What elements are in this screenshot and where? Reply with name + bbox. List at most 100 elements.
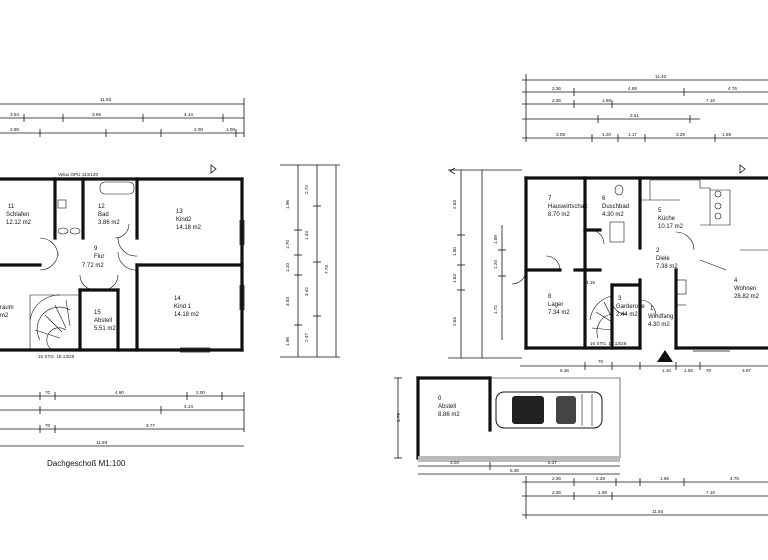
eg-dim: 4.76 — [730, 476, 739, 481]
room-name: Abstell — [94, 318, 112, 324]
side-dim: 2.47 — [304, 333, 309, 342]
side-dim: 1.20 — [493, 260, 498, 269]
dg-right-dimensions: 1.96 1.70 1.10 3.53 1.96 2.72 1.43 3.42 … — [280, 164, 340, 358]
eg-dim: 3.67 — [742, 368, 751, 373]
side-dim: 2.63 — [452, 317, 457, 326]
level-mark: 4.15 — [586, 280, 595, 285]
eg-dim: 2.36 — [552, 86, 561, 91]
room-name: Duschbad — [602, 204, 629, 210]
drawing-caption: Dachgeschoß M1:100 — [47, 459, 126, 468]
dg-dim: 2.88 — [10, 127, 19, 132]
room-name: Kind2 — [176, 217, 192, 223]
eg-dim: 70 — [598, 359, 604, 364]
eg-dim: 1.58 — [598, 490, 607, 495]
room-area: 7.72 m2 — [82, 263, 104, 269]
eg-total-bot: 11.93 — [652, 509, 664, 514]
dg-dim: 4.14 — [184, 112, 193, 117]
room-area: m2 — [0, 313, 9, 319]
room-area: 14.18 m2 — [176, 225, 202, 231]
upper-floor-plan: 11.93 3.54 3.69 4.14 2.88 2.00 1.00 — [0, 97, 245, 468]
eg-dim: 4.88 — [628, 86, 637, 91]
eg-left-dimensions: 2.63 1.80 1.63 2.63 1.89 1.20 1.72 — [448, 167, 522, 359]
room-area: 10.17 m2 — [658, 224, 684, 230]
room-number: 8 — [548, 294, 552, 300]
side-dim: 1.89 — [493, 235, 498, 244]
car-icon — [495, 391, 603, 429]
eg-dim: 7.16 — [706, 98, 715, 103]
eg-dim: 70 — [706, 368, 712, 373]
room-number: 5 — [658, 208, 662, 214]
room-number: 15 — [94, 310, 101, 316]
dg-top-dimensions: 11.93 3.54 3.69 4.14 2.88 2.00 1.00 — [0, 97, 245, 137]
eg-bottom-dimensions: 5.36 70 1.10 1.56 70 3.67 — [520, 359, 768, 373]
side-dim: 1.63 — [452, 274, 457, 283]
room-area: 7.38 m2 — [656, 264, 678, 270]
room-name: Kind 1 — [174, 304, 192, 310]
room-name: Windfang — [648, 314, 673, 320]
room-area: 2.44 m2 — [616, 312, 638, 318]
room-number: 1 — [650, 306, 654, 312]
room-number: 7 — [548, 196, 552, 202]
room-number: 14 — [174, 296, 181, 302]
eg-dim: 3.09 — [556, 132, 565, 137]
room-area: 5.51 m2 — [94, 326, 116, 332]
room-number: 4 — [734, 278, 738, 284]
eg-dim: 2.36 — [552, 98, 561, 103]
dg-walls — [0, 164, 245, 353]
room-name: Wohnen — [734, 286, 756, 292]
side-dim: 2.72 — [304, 185, 309, 194]
side-dim: 1.80 — [452, 247, 457, 256]
room-number: 9 — [94, 246, 98, 252]
velux-note: Velux GPU 114/140 — [58, 172, 98, 177]
side-dim: 1.96 — [285, 337, 290, 346]
eg-labels: 7 Hauswirtschaft 8.70 m2 6 Duschbad 4.30… — [548, 196, 760, 346]
garage: 3.79 0 Abstell 8.86 m2 3.03 5.37 8.36 — [394, 376, 621, 475]
eg-total-top: 11.40 — [655, 74, 667, 79]
dg-labels: Velux GPU 114/140 16 STG. 18.13/26 11 Sc… — [0, 172, 202, 359]
eg-dim: 2.36 — [552, 476, 561, 481]
dg-bottom-dimensions: 70 4.90 4.14 2.00 70 3.77 11.93 — [0, 390, 245, 447]
room-area: 8.86 m2 — [438, 412, 460, 418]
eg-dim: 3.29 — [676, 132, 685, 137]
eg-top-dimensions: 11.40 2.36 4.88 4.76 2.36 1.68 7.16 3.51… — [522, 74, 768, 142]
room-area: 12.12 m2 — [6, 220, 32, 226]
room-name: Flur — [94, 254, 104, 260]
eg-dim: 1.10 — [662, 368, 671, 373]
room-name: raum — [0, 305, 14, 311]
room-name: Abstell — [438, 404, 456, 410]
eg-dim: 8.36 — [510, 468, 519, 473]
room-number: 12 — [98, 204, 105, 210]
room-name: Hauswirtschaft — [548, 204, 588, 210]
eg-dim: 1.68 — [660, 476, 669, 481]
eg-walls — [511, 164, 768, 362]
eg-dim: 2.36 — [552, 490, 561, 495]
side-dim: 3.42 — [304, 287, 309, 296]
dg-dim: 4.90 — [115, 390, 124, 395]
side-dim: 1.72 — [493, 305, 498, 314]
side-dim: 1.10 — [285, 263, 290, 272]
room-number: 13 — [176, 209, 183, 215]
side-dim: 2.63 — [452, 200, 457, 209]
eg-dim: 5.37 — [548, 460, 557, 465]
eg-dim: 2.28 — [596, 476, 605, 481]
eg-lower-dimensions: 2.36 2.28 1.68 4.76 2.36 1.58 7.16 11.93 — [522, 476, 768, 519]
eg-dim: 1.68 — [602, 98, 611, 103]
room-number: 2 — [656, 248, 660, 254]
dg-dim: 3.54 — [10, 112, 19, 117]
eg-dim: 5.36 — [560, 368, 569, 373]
room-number: 3 — [618, 296, 622, 302]
garage-height: 3.79 — [396, 413, 401, 422]
room-number: 6 — [602, 196, 606, 202]
room-name: Schlafen — [6, 212, 29, 218]
dg-dim: 3.77 — [146, 423, 155, 428]
eg-dim: 7.16 — [706, 490, 715, 495]
eg-dim: 3.03 — [450, 460, 459, 465]
eg-dim: 1.20 — [602, 132, 611, 137]
room-name: Garderobe — [616, 304, 645, 310]
room-area: 8.70 m2 — [548, 212, 570, 218]
room-area: 4.30 m2 — [648, 322, 670, 328]
dg-dim: 2.00 — [196, 390, 205, 395]
room-name: Diele — [656, 256, 670, 262]
side-dim: 1.43 — [304, 231, 309, 240]
room-name: Lager — [548, 302, 563, 308]
